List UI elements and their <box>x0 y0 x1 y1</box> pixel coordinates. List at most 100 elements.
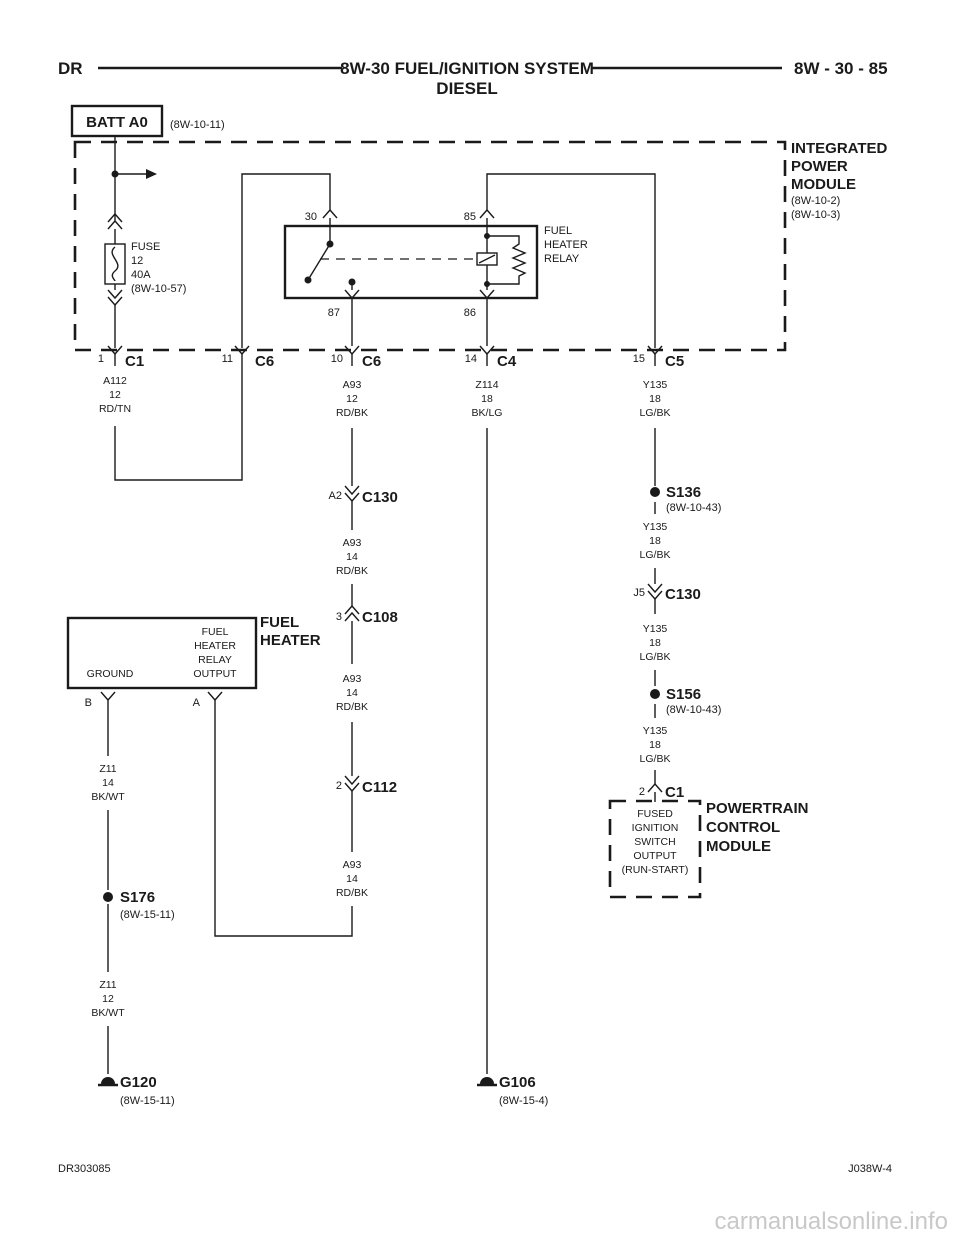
batt-a0-source: BATT A0 (8W-10-11) <box>70 104 225 138</box>
svg-text:IGNITION: IGNITION <box>632 822 679 834</box>
svg-text:18: 18 <box>649 535 661 547</box>
wire-a112: A112 12 RD/TN <box>99 366 243 481</box>
watermark-text: carmanualsonline.info <box>714 1208 948 1235</box>
splice-s136-dot <box>650 487 660 497</box>
ipm-label-1: INTEGRATED <box>791 140 888 157</box>
c130-a2-pin: A2 <box>329 490 342 502</box>
c6-11-connector: C6 <box>255 353 274 370</box>
c1-pin: 1 <box>98 353 104 365</box>
pcm-c1-connector: C1 <box>665 784 684 801</box>
c6-10-connector: C6 <box>362 353 381 370</box>
batt-a0-ref: (8W-10-11) <box>170 119 225 131</box>
ipm-ref-1: (8W-10-2) <box>791 195 840 207</box>
svg-text:LG/BK: LG/BK <box>640 753 671 765</box>
pcm-c1-pin: 2 <box>639 786 645 798</box>
svg-text:OUTPUT: OUTPUT <box>633 850 677 862</box>
svg-text:Y135: Y135 <box>643 379 668 391</box>
c130-j5-pin: J5 <box>633 587 645 599</box>
relay-pin-87: 87 <box>328 307 340 319</box>
c130-j5-connector: C130 <box>665 586 701 603</box>
c4-pin: 14 <box>465 353 477 365</box>
splice-s156-dot <box>650 689 660 699</box>
c5-connector: C5 <box>665 353 684 370</box>
svg-text:RD/BK: RD/BK <box>336 701 368 713</box>
ipm-connector-terminals: 1 C1 11 C6 10 C6 14 C4 15 C5 <box>98 345 684 370</box>
svg-text:18: 18 <box>649 739 661 751</box>
page-header: DR 8W-30 FUEL/IGNITION SYSTEM DIESEL 8W … <box>58 59 888 98</box>
svg-text:HEATER: HEATER <box>194 640 236 652</box>
svg-text:12: 12 <box>109 389 121 401</box>
svg-text:OUTPUT: OUTPUT <box>193 668 237 680</box>
relay-pin-30: 30 <box>305 211 317 223</box>
pcm-name-3: MODULE <box>706 838 771 855</box>
svg-text:Y135: Y135 <box>643 725 668 737</box>
svg-text:FUSED: FUSED <box>637 808 673 820</box>
c4-connector: C4 <box>497 353 517 370</box>
svg-text:18: 18 <box>481 393 493 405</box>
svg-text:BK/WT: BK/WT <box>91 791 125 803</box>
c6-10-pin: 10 <box>331 353 343 365</box>
svg-text:Z11: Z11 <box>99 979 116 991</box>
svg-text:A93: A93 <box>343 859 362 871</box>
ground-g120-ref: (8W-15-11) <box>120 1095 175 1107</box>
powertrain-control-module: FUSED IGNITION SWITCH OUTPUT (RUN-START)… <box>608 799 809 899</box>
svg-text:BK/LG: BK/LG <box>472 407 503 419</box>
c5-pin: 15 <box>633 353 645 365</box>
splice-s136: S136 <box>666 484 701 501</box>
splice-s176-ref: (8W-15-11) <box>120 909 175 921</box>
svg-text:14: 14 <box>346 873 358 885</box>
wire-a93-chain: A93 12 RD/BK A2 C130 A93 14 RD/BK 3 C108… <box>214 379 398 937</box>
relay-name-3: RELAY <box>544 253 580 265</box>
svg-text:SWITCH: SWITCH <box>634 836 675 848</box>
fuel-heater-name-2: HEATER <box>260 632 321 649</box>
fuel-heater-pin-a: A <box>193 697 201 709</box>
svg-text:RD/BK: RD/BK <box>336 407 368 419</box>
footer-right-code: J038W-4 <box>848 1163 892 1175</box>
header-subtitle: DIESEL <box>436 79 497 98</box>
svg-text:(RUN-START): (RUN-START) <box>622 864 689 876</box>
splice-s176: S176 <box>120 889 155 906</box>
fuse-ref: (8W-10-57) <box>131 283 186 295</box>
svg-text:18: 18 <box>649 393 661 405</box>
svg-text:LG/BK: LG/BK <box>640 651 671 663</box>
fuse-12-circuit: FUSE 12 40A (8W-10-57) <box>104 136 186 348</box>
fuel-heater: FUEL HEATER RELAY OUTPUT GROUND FUEL HEA… <box>66 614 321 709</box>
svg-text:Y135: Y135 <box>643 521 668 533</box>
svg-text:LG/BK: LG/BK <box>640 549 671 561</box>
c130-a2-connector: C130 <box>362 489 398 506</box>
fuel-heater-pin-b: B <box>85 697 92 709</box>
svg-text:14: 14 <box>346 551 358 563</box>
wire-z11-chain: Z11 14 BK/WT S176 (8W-15-11) Z11 12 BK/W… <box>91 700 175 1074</box>
svg-text:FUEL: FUEL <box>202 626 229 638</box>
ground-g120-label: G120 <box>120 1074 157 1091</box>
wire-y135-chain: Y135 18 LG/BK S136 (8W-10-43) Y135 18 LG… <box>633 379 721 802</box>
c112-pin: 2 <box>336 780 342 792</box>
c108-connector: C108 <box>362 609 398 626</box>
svg-text:GROUND: GROUND <box>87 668 134 680</box>
splice-s156-ref: (8W-10-43) <box>666 704 721 716</box>
splice-s176-dot <box>103 892 113 902</box>
fuel-heater-name-1: FUEL <box>260 614 299 631</box>
watermark: carmanualsonline.info <box>0 1208 960 1236</box>
relay-name-1: FUEL <box>544 225 572 237</box>
header-left: DR <box>58 59 83 78</box>
splice-s156: S156 <box>666 686 701 703</box>
wire-z114: Z114 18 BK/LG <box>472 379 503 1074</box>
svg-text:A93: A93 <box>343 379 362 391</box>
relay-name-2: HEATER <box>544 239 588 251</box>
svg-text:A93: A93 <box>343 537 362 549</box>
fuel-heater-relay: FUEL HEATER RELAY 30 85 87 86 <box>241 173 656 348</box>
c1-connector: C1 <box>125 353 144 370</box>
svg-text:RD/BK: RD/BK <box>336 887 368 899</box>
relay-pin-86: 86 <box>464 307 476 319</box>
c112-connector: C112 <box>362 779 397 796</box>
svg-text:LG/BK: LG/BK <box>640 407 671 419</box>
ground-g120: G120 (8W-15-11) <box>98 1074 175 1107</box>
svg-text:Y135: Y135 <box>643 623 668 635</box>
footer-left-code: DR303085 <box>58 1163 111 1175</box>
svg-text:18: 18 <box>649 637 661 649</box>
svg-text:Z11: Z11 <box>99 763 116 775</box>
svg-text:RD/TN: RD/TN <box>99 403 131 415</box>
header-title: 8W-30 FUEL/IGNITION SYSTEM <box>340 59 594 78</box>
